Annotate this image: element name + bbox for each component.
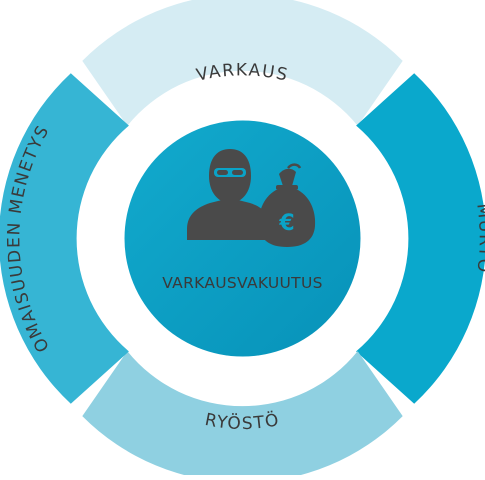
segment-omaisuuden-menetys [0,73,129,404]
money-bag-icon: € [258,163,316,247]
segment-label-murto: MURTO [472,202,485,274]
segment-ryosto [82,351,403,480]
burglar-icon [187,149,270,240]
segment-murto [356,73,485,404]
center-title: VARKAUSVAKUUTUS [162,274,322,292]
euro-symbol: € [278,211,294,236]
segment-varkaus [82,0,403,126]
